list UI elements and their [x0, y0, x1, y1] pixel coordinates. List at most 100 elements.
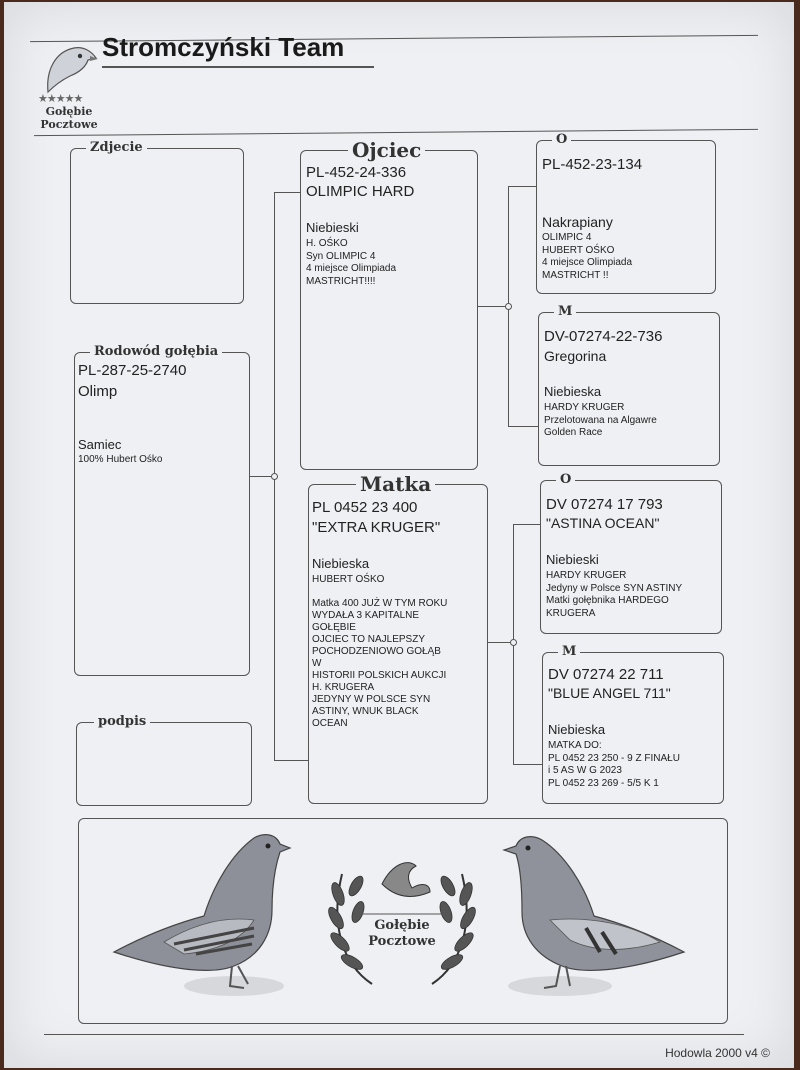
mother-note: Matka 400 JUŻ W TYM ROKU: [312, 598, 448, 609]
mother-notes: HUBERT OŚKO Matka 400 JUŻ W TYM ROKU WYD…: [312, 574, 447, 730]
footer-rule: [44, 1034, 744, 1035]
mf-box: [540, 480, 722, 634]
mm-legend: M: [558, 644, 581, 659]
pigeon-left-illustration: [112, 834, 292, 996]
logo-stars: ★★★★★: [38, 93, 83, 105]
father-notes: H. OŚKO Syn OLIMPIC 4 4 miejsce Olimpiad…: [306, 238, 396, 288]
ff-note: MASTRICHT !!: [542, 269, 609, 281]
connector: [274, 192, 300, 193]
mother-note: JEDYNY W POLSCE SYN: [312, 694, 431, 705]
father-note: 4 miejsce Olimpiada: [306, 263, 397, 274]
fm-box: [538, 312, 720, 466]
mf-note: Matki gołębnika HARDEGO: [546, 595, 669, 606]
banner-brand-line1: Gołębie: [374, 918, 430, 933]
signature-box: [76, 722, 252, 806]
father-note: H. OŚKO: [306, 238, 348, 249]
pigeon-box: [74, 352, 250, 676]
pigeon-right-illustration: [502, 836, 686, 996]
mf-name: "ASTINA OCEAN": [546, 515, 660, 531]
pigeon-legend: Rodowód gołębia: [90, 344, 223, 359]
mother-note: OJCIEC TO NAJLEPSZY: [312, 634, 425, 645]
connector-node: [510, 639, 517, 646]
logo-line2: Pocztowe: [40, 118, 98, 131]
connector: [513, 524, 540, 525]
fm-legend: M: [554, 304, 577, 319]
pigeon-head-icon: [47, 47, 98, 94]
mother-note: POCHODZENIOWO GOŁĄB: [312, 646, 441, 657]
father-name: OLIMPIC HARD: [306, 183, 415, 200]
father-color: Niebieski: [306, 220, 359, 235]
connector-node: [271, 473, 278, 480]
mm-color: Niebieska: [548, 722, 606, 737]
dove-icon: [381, 862, 431, 897]
mm-notes: MATKA DO: PL 0452 23 250 - 9 Z FINAŁU i …: [548, 740, 680, 790]
mother-note: GOŁĘBIE: [312, 622, 356, 633]
photo-box: [70, 148, 244, 304]
ff-box: [536, 140, 716, 294]
mother-note: WYDAŁA 3 KAPITALNE: [312, 610, 420, 621]
mother-note: [312, 586, 447, 598]
mother-note: HUBERT OŚKO: [312, 574, 385, 585]
ff-note: OLIMPIC 4: [542, 232, 592, 243]
banner-brand-line2: Pocztowe: [368, 934, 436, 949]
pigeon-ring: PL-287-25-2740: [78, 362, 187, 379]
logo-line1: Gołębie: [45, 105, 93, 118]
mother-color: Niebieska: [312, 556, 370, 571]
mm-note: i 5 AS W G 2023: [548, 765, 622, 776]
title-underline: [102, 66, 374, 68]
mf-note: KRUGERA: [546, 607, 596, 619]
mf-ring: DV 07274 17 793: [546, 496, 663, 513]
ff-legend: O: [552, 132, 572, 147]
mother-note: HISTORII POLSKICH AUKCJI: [312, 670, 447, 681]
mf-notes: HARDY KRUGER Jedyny w Polsce SYN ASTINY …: [546, 570, 682, 620]
fm-name: Gregorina: [544, 348, 607, 364]
laurel-wreath-icon: [328, 862, 476, 985]
page-title: Stromczyński Team: [102, 32, 345, 62]
photo-legend: Zdjecie: [86, 140, 147, 155]
mm-note: MATKA DO:: [548, 740, 602, 751]
connector: [250, 476, 276, 477]
mm-box: [542, 652, 724, 804]
ff-ring: PL-452-23-134: [542, 156, 643, 173]
mother-name: "EXTRA KRUGER": [312, 519, 441, 536]
father-legend: Ojciec: [348, 138, 426, 162]
footer-text: Hodowla 2000 v4 ©: [665, 1046, 770, 1060]
connector: [508, 186, 536, 187]
ff-note: 4 miejsce Olimpiada: [542, 257, 633, 268]
father-note: Syn OLIMPIC 4: [306, 250, 376, 262]
mf-note: Jedyny w Polsce SYN ASTINY: [546, 582, 683, 594]
connector-node: [505, 303, 512, 310]
mm-note: PL 0452 23 250 - 9 Z FINAŁU: [548, 752, 680, 764]
header-rule: [34, 128, 758, 137]
pedigree-sheet: ★★★★★ Gołębie Pocztowe Stromczyński Team…: [4, 2, 794, 1068]
fm-notes: HARDY KRUGER Przelotowana na Algawre Gol…: [544, 402, 657, 440]
mf-note: HARDY KRUGER: [546, 570, 627, 581]
signature-legend: podpis: [94, 714, 151, 729]
mother-note: OCEAN: [312, 718, 348, 729]
connector: [478, 306, 508, 307]
fm-color: Niebieska: [544, 384, 602, 399]
ff-notes: OLIMPIC 4 HUBERT OŚKO 4 miejsce Olimpiad…: [542, 232, 632, 282]
fm-note: Golden Race: [544, 427, 603, 438]
ff-color: Nakrapiany: [542, 214, 613, 230]
mm-ring: DV 07274 22 711: [548, 666, 664, 683]
pigeon-sex: Samiec: [78, 437, 122, 452]
logo: ★★★★★ Gołębie Pocztowe: [34, 42, 104, 134]
connector: [513, 764, 542, 765]
mother-legend: Matka: [356, 472, 436, 496]
fm-note: HARDY KRUGER: [544, 402, 625, 413]
banner-box: [78, 818, 728, 1024]
fm-ring: DV-07274-22-736: [544, 328, 663, 345]
father-note: MASTRICHT!!!!: [306, 275, 376, 287]
pigeon-name: Olimp: [78, 383, 118, 400]
fm-note: Przelotowana na Algawre: [544, 414, 657, 426]
ff-note: HUBERT OŚKO: [542, 244, 615, 256]
mother-note: ASTINY, WNUK BLACK: [312, 706, 419, 717]
mother-ring: PL 0452 23 400: [312, 499, 418, 516]
mother-note: H. KRUGERA: [312, 682, 375, 693]
mother-note: W: [312, 658, 322, 669]
connector: [488, 642, 514, 643]
pigeon-note: 100% Hubert Ośko: [78, 454, 163, 465]
connector: [508, 426, 538, 427]
connector: [274, 760, 308, 761]
